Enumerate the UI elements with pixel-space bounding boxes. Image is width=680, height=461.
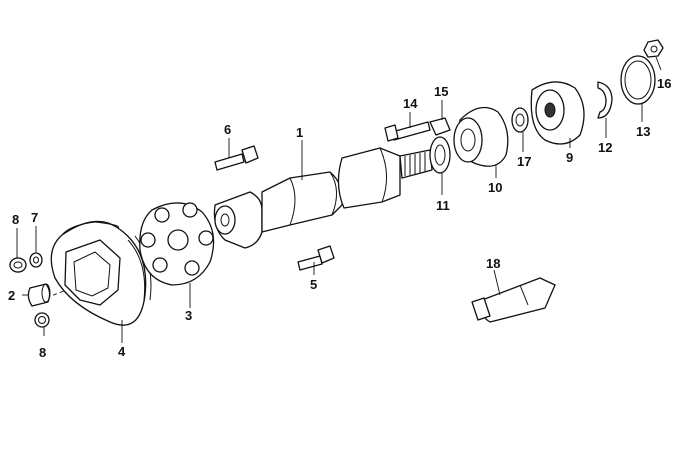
nut-part-16 bbox=[643, 39, 664, 58]
leader-lines bbox=[16, 56, 662, 343]
label-part-6: 6 bbox=[224, 122, 231, 137]
label-part-1: 1 bbox=[296, 125, 303, 140]
label-part-13: 13 bbox=[636, 124, 650, 139]
label-part-3: 3 bbox=[185, 308, 192, 323]
label-part-16: 16 bbox=[657, 76, 671, 91]
nut-part-8-top bbox=[9, 257, 27, 273]
label-part-5: 5 bbox=[310, 277, 317, 292]
bolt-part-6 bbox=[214, 145, 259, 171]
label-part-12: 12 bbox=[598, 140, 612, 155]
label-part-10: 10 bbox=[488, 180, 502, 195]
clamp-part-11 bbox=[429, 136, 451, 174]
washer-part-7 bbox=[29, 252, 43, 268]
label-part-18: 18 bbox=[486, 256, 500, 271]
label-part-7: 7 bbox=[31, 210, 38, 225]
bolt-part-14 bbox=[384, 121, 431, 142]
nut-part-8-bottom bbox=[34, 312, 50, 328]
center-bearing-part-10 bbox=[453, 106, 509, 167]
ring-part-17 bbox=[511, 107, 529, 133]
label-part-9: 9 bbox=[566, 150, 573, 165]
label-part-14: 14 bbox=[403, 96, 418, 111]
flange-damper-part bbox=[50, 220, 152, 326]
circlip-part-12 bbox=[597, 81, 613, 119]
bolt-part-5 bbox=[297, 245, 335, 271]
bushing-part-2 bbox=[27, 283, 51, 307]
grease-tube-part-18 bbox=[471, 277, 556, 323]
lock-plate-part-15 bbox=[429, 117, 451, 136]
flex-disc-part bbox=[139, 202, 215, 286]
propeller-shaft-part bbox=[213, 147, 433, 249]
label-part-11: 11 bbox=[436, 198, 450, 213]
seal-ring-part-13 bbox=[620, 55, 656, 105]
label-part-2: 2 bbox=[8, 288, 15, 303]
label-part-15: 15 bbox=[434, 84, 448, 99]
output-flange-part-9 bbox=[530, 81, 585, 145]
label-part-8-bottom: 8 bbox=[39, 345, 46, 360]
label-part-8-top: 8 bbox=[12, 212, 19, 227]
label-part-4: 4 bbox=[118, 344, 126, 359]
label-part-17: 17 bbox=[517, 154, 531, 169]
